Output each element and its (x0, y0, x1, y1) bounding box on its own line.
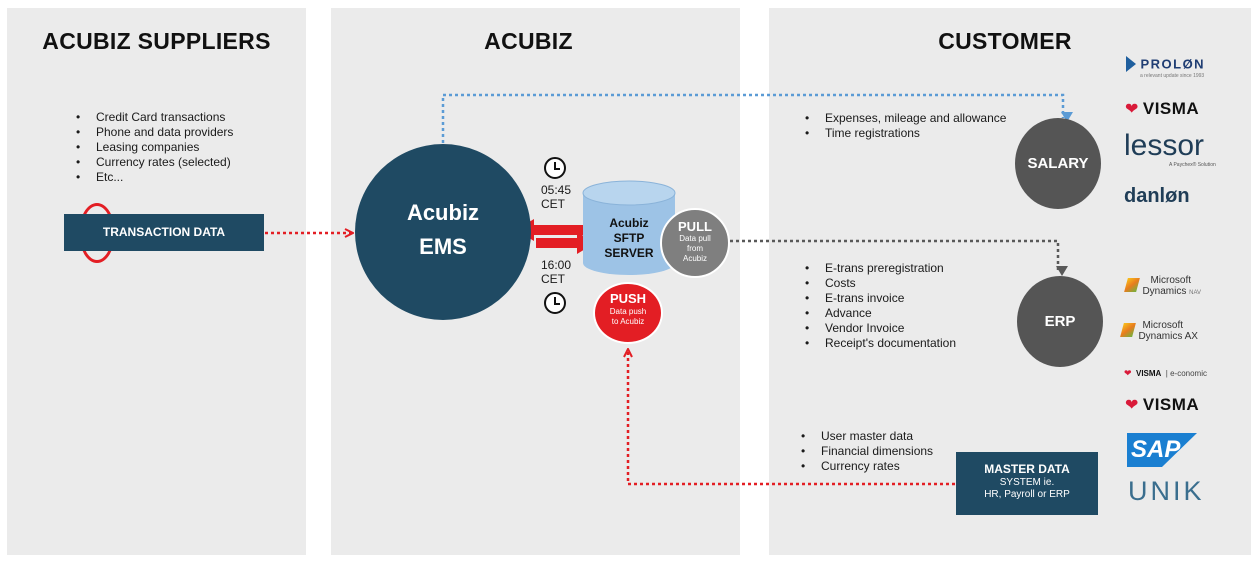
list-item: Receipt's documentation (805, 336, 956, 351)
list-item: Costs (805, 276, 956, 291)
sftp-line3: SERVER (604, 246, 654, 260)
visma-heart-icon: ❤ (1125, 101, 1139, 118)
visma-logo-2: ❤ VISMA (1125, 395, 1199, 415)
arrow-to-ems (516, 219, 583, 241)
visma-text: VISMA (1142, 99, 1200, 118)
danlon-logo: danløn (1124, 185, 1190, 208)
list-item: Currency rates (801, 459, 933, 474)
ms-dynamics-nav-logo: Microsoft Dynamics NAV (1124, 275, 1202, 299)
list-item: E-trans preregistration (805, 261, 956, 276)
sap-logo: SAP (1127, 433, 1197, 467)
lessor-text: lessor (1124, 129, 1205, 162)
unik-logo: UNIK (1128, 476, 1205, 507)
list-item: Credit Card transactions (76, 110, 233, 125)
master-line2: HR, Payroll or ERP (984, 489, 1070, 500)
list-item: Vendor Invoice (805, 321, 956, 336)
visma-heart-icon: ❤ (1124, 368, 1132, 378)
ems-line2: EMS (419, 234, 467, 259)
list-item: Leasing companies (76, 140, 233, 155)
suppliers-list: Credit Card transactions Phone and data … (76, 110, 233, 185)
erp-circle: ERP (1017, 276, 1103, 367)
transaction-data-label: TRANSACTION DATA (102, 225, 226, 239)
sftp-line1: Acubiz (609, 216, 649, 230)
ms-nav-line1: Microsoft (1150, 275, 1192, 286)
morning-time-zone: CET (541, 197, 565, 211)
sftp-line2: SFTP (613, 231, 645, 245)
master-data-box: MASTER DATA SYSTEM ie. HR, Payroll or ER… (956, 452, 1098, 515)
master-to-push-line (628, 350, 955, 486)
list-item: Etc... (76, 170, 233, 185)
clock-icon (544, 292, 566, 314)
master-list: User master data Financial dimensions Cu… (801, 429, 933, 474)
danlon-text: danløn (1124, 185, 1190, 207)
suppliers-panel (7, 8, 306, 555)
afternoon-time-value: 16:00 (541, 258, 572, 272)
lessor-logo: lessor A Paychex® Solution (1124, 129, 1216, 169)
customer-title: CUSTOMER (938, 28, 1072, 54)
prolon-logo: PROLØN a relevant update since 1993 (1126, 55, 1205, 79)
salary-list: Expenses, mileage and allowance Time reg… (805, 111, 1006, 141)
visma-economic-text: VISMA (1136, 369, 1162, 378)
list-item: E-trans invoice (805, 291, 956, 306)
prolon-tagline: a relevant update since 1993 (1140, 73, 1205, 79)
ems-to-salary-line (441, 93, 1073, 143)
salary-label: SALARY (1027, 155, 1089, 172)
arrow-to-sftp (536, 232, 595, 254)
unik-text: UNIK (1128, 476, 1205, 506)
economic-text: | e-conomic (1165, 369, 1207, 378)
list-item: Expenses, mileage and allowance (805, 111, 1006, 126)
visma-logo: ❤ VISMA (1125, 99, 1199, 119)
ms-dynamics-ax-logo: Microsoft Dynamics AX (1120, 320, 1198, 342)
pull-title: PULL (678, 219, 712, 234)
pull-line2: from (687, 244, 703, 253)
visma-economic-logo: ❤ VISMA | e-conomic (1124, 363, 1207, 381)
master-line1: SYSTEM ie. (999, 477, 1055, 488)
pull-circle: PULL Data pull from Acubiz (660, 208, 730, 278)
list-item: Advance (805, 306, 956, 321)
list-item: Time registrations (805, 126, 1006, 141)
ems-line1: Acubiz (406, 200, 480, 225)
visma-heart-icon: ❤ (1125, 397, 1139, 414)
pull-line3: Acubiz (682, 254, 707, 263)
list-item: Phone and data providers (76, 125, 233, 140)
transaction-data-box: TRANSACTION DATA (64, 214, 264, 251)
ms-ax-line2: Dynamics AX (1138, 331, 1198, 342)
clock-icon (544, 157, 566, 179)
acubiz-title: ACUBIZ (484, 28, 573, 54)
visma-text: VISMA (1142, 395, 1200, 414)
suppliers-title: ACUBIZ SUPPLIERS (42, 28, 271, 54)
ems-circle: Acubiz EMS (355, 144, 531, 320)
afternoon-time-zone: CET (541, 272, 565, 286)
push-circle: PUSH Data push to Acubiz (593, 282, 663, 344)
pull-line1: Data pull (679, 234, 711, 243)
morning-time: 05:45 CET (541, 183, 571, 211)
ms-nav-line2: Dynamics NAV (1142, 286, 1202, 297)
push-line2: to Acubiz (611, 317, 645, 326)
sap-badge: SAP (1127, 433, 1197, 467)
list-item: Currency rates (selected) (76, 155, 233, 170)
afternoon-time: 16:00 CET (541, 258, 571, 286)
prolon-mark-icon (1126, 55, 1136, 72)
master-title: MASTER DATA (984, 462, 1070, 476)
ms-ax-line1: Microsoft (1142, 320, 1184, 331)
sap-text: SAP (1131, 436, 1181, 463)
ms-dynamics-icon (1120, 323, 1136, 337)
push-title: PUSH (609, 291, 647, 306)
sftp-cylinder (582, 180, 676, 275)
prolon-text: PROLØN (1140, 56, 1206, 72)
ms-dynamics-icon (1124, 278, 1140, 292)
erp-list: E-trans preregistration Costs E-trans in… (805, 261, 956, 351)
lessor-tagline: A Paychex® Solution (1169, 162, 1216, 168)
pull-to-erp-line (730, 239, 1068, 276)
erp-label: ERP (1044, 313, 1076, 330)
morning-time-value: 05:45 (541, 183, 572, 197)
push-line1: Data push (609, 307, 647, 316)
sftp-label: Acubiz SFTP SERVER (583, 216, 675, 261)
salary-circle: SALARY (1015, 118, 1101, 209)
list-item: Financial dimensions (801, 444, 933, 459)
list-item: User master data (801, 429, 933, 444)
